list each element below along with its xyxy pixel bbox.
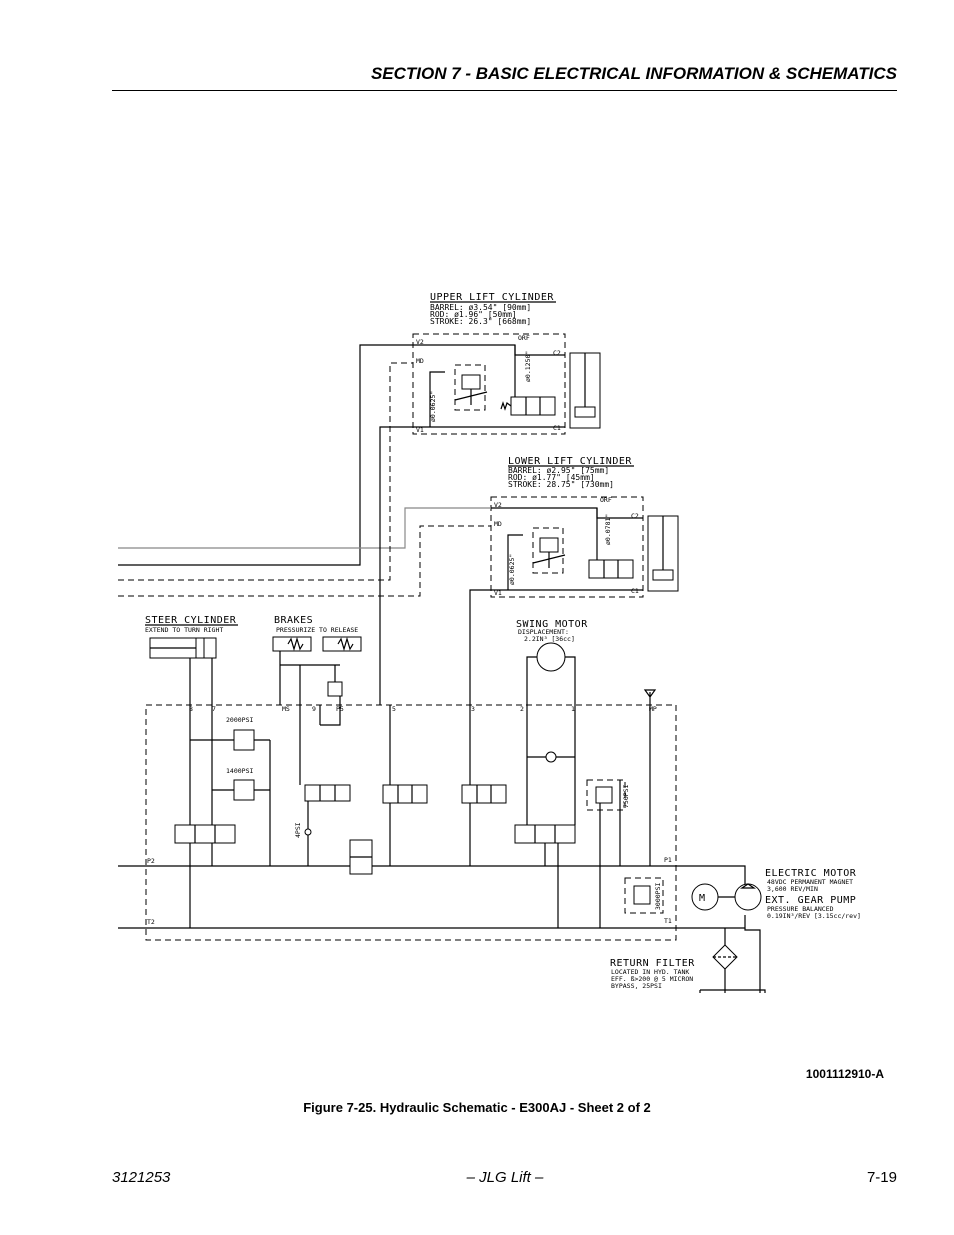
port-5: 5 (392, 705, 396, 713)
motor-line1: 48VDC PERMANENT MAGNET (767, 878, 853, 886)
port-t1: T1 (664, 917, 672, 925)
port-ms: MS (282, 705, 290, 713)
upper-lift-valve (461, 784, 507, 804)
upper-port-c1: C1 (553, 424, 561, 432)
feed-lines (118, 344, 491, 705)
port-3: 3 (471, 705, 475, 713)
relief-1400psi: 1400PSI (226, 767, 253, 775)
relief-750psi: 750PSI (622, 784, 630, 808)
lower-holding-valve-block (490, 496, 644, 598)
relief-3000psi: 3000PSI (654, 883, 662, 910)
swing-disp: DISPLACEMENT: (518, 628, 569, 636)
upper-lift-stroke: STROKE: 26.3" [668mm] (430, 317, 531, 326)
port-p2: P2 (147, 857, 155, 865)
lower-port-c2: C2 (631, 512, 639, 520)
filter-line2: EFF. ß>200 @ 5 MICRON (611, 975, 693, 983)
header-rule (112, 90, 897, 91)
upper-orifice-a: ø0.1250" (524, 351, 532, 382)
filter-line1: LOCATED IN HYD. TANK (611, 968, 689, 976)
steer-valve (174, 824, 236, 844)
steer-cylinder-group: STEER CYLINDER EXTEND TO TURN RIGHT (145, 615, 238, 705)
upper-port-orf: ORF (518, 334, 530, 342)
upper-lift-title: UPPER LIFT CYLINDER (430, 292, 554, 303)
upper-orifice-b: ø0.0625" (429, 391, 437, 422)
port-2: 2 (520, 705, 524, 713)
upper-lift-rod: ROD: ø1.96" [50mm] (430, 310, 517, 319)
motor-symbol: M (699, 893, 706, 904)
port-8: 8 (189, 705, 193, 713)
figure-caption: Figure 7-25. Hydraulic Schematic - E300A… (303, 1100, 651, 1115)
footer-doc-id: 3121253 (112, 1169, 171, 1186)
lower-lift-barrel: BARREL: ø2.95" [75mm] (508, 466, 609, 475)
motor-title: ELECTRIC MOTOR (765, 868, 857, 879)
filter-title: RETURN FILTER (610, 958, 695, 969)
steer-subtitle: EXTEND TO TURN RIGHT (145, 626, 223, 634)
brakes-title: BRAKES (274, 615, 313, 626)
lower-port-v1: V1 (494, 589, 502, 597)
return-filter-group: RETURN FILTER LOCATED IN HYD. TANK EFF. … (610, 928, 766, 993)
lower-lift-cylinder-group: LOWER LIFT CYLINDER BARREL: ø2.95" [75mm… (490, 456, 679, 598)
brakes-group: BRAKES PRESSURIZE TO RELEASE (272, 615, 362, 726)
lower-lift-valve (382, 784, 428, 804)
swing-valve (514, 824, 576, 844)
lower-lift-title: LOWER LIFT CYLINDER (508, 456, 632, 467)
swing-title: SWING MOTOR (516, 619, 588, 630)
pump-line1: PRESSURE BALANCED (767, 905, 834, 913)
motor-line2: 3,600 REV/MIN (767, 885, 818, 893)
lower-orifice-b: ø0.0625" (508, 554, 516, 585)
port-1: 1 (571, 705, 575, 713)
power-unit: M ELECTRIC MOTOR 48VDC PERMANENT MAGNET … (691, 868, 861, 920)
swing-disp-val: 2.2IN³ [36cc] (524, 635, 575, 643)
upper-port-v2: V2 (416, 338, 424, 346)
lower-port-v2: V2 (494, 501, 502, 509)
lower-port-orf: ORF (600, 496, 612, 504)
brake-valve (304, 784, 351, 802)
pump-title: EXT. GEAR PUMP (765, 895, 856, 906)
lower-port-md: MD (494, 520, 502, 528)
pump-line2: 0.19IN³/REV [3.15cc/rev] (767, 912, 861, 920)
lower-lift-stroke: STROKE: 28.75" [730mm] (508, 480, 614, 489)
lower-port-c1: C1 (631, 587, 639, 595)
document-number: 1001112910-A (805, 1067, 884, 1081)
filter-line3: BYPASS, 25PSI (611, 982, 662, 990)
swing-motor-group: SWING MOTOR DISPLACEMENT: 2.2IN³ [36cc] (516, 619, 588, 705)
footer-page-number: 7-19 (866, 1169, 897, 1186)
section-title: SECTION 7 - BASIC ELECTRICAL INFORMATION… (370, 64, 897, 83)
lower-lift-rod: ROD: ø1.77" [45mm] (508, 473, 595, 482)
port-mp: MP (649, 705, 657, 713)
upper-lift-barrel: BARREL: ø3.54" [90mm] (430, 303, 531, 312)
steer-title: STEER CYLINDER (145, 615, 237, 626)
upper-port-c2: C2 (553, 349, 561, 357)
upper-port-md: MD (416, 357, 424, 365)
swing-motor (536, 642, 566, 672)
port-p1: P1 (664, 856, 672, 864)
check-4psi: 4PSI (294, 822, 302, 838)
brakes-subtitle: PRESSURIZE TO RELEASE (276, 626, 358, 634)
upper-port-v1: V1 (416, 426, 424, 434)
relief-2000psi: 2000PSI (226, 716, 253, 724)
port-t2: T2 (147, 918, 155, 926)
port-7: 7 (212, 705, 216, 713)
lower-orifice-a: ø0.0781" (604, 514, 612, 545)
upper-holding-valve-block (412, 333, 566, 435)
port-9: 9 (312, 705, 316, 713)
footer-brand: – JLG Lift – (466, 1169, 544, 1186)
main-manifold: 8 7 MS 9 P5 5 3 2 1 MP P2 T2 P1 T1 2000P… (118, 689, 746, 941)
port-p5: P5 (336, 705, 344, 713)
upper-lift-cylinder-group: UPPER LIFT CYLINDER BARREL: ø3.54" [90mm… (412, 292, 601, 435)
